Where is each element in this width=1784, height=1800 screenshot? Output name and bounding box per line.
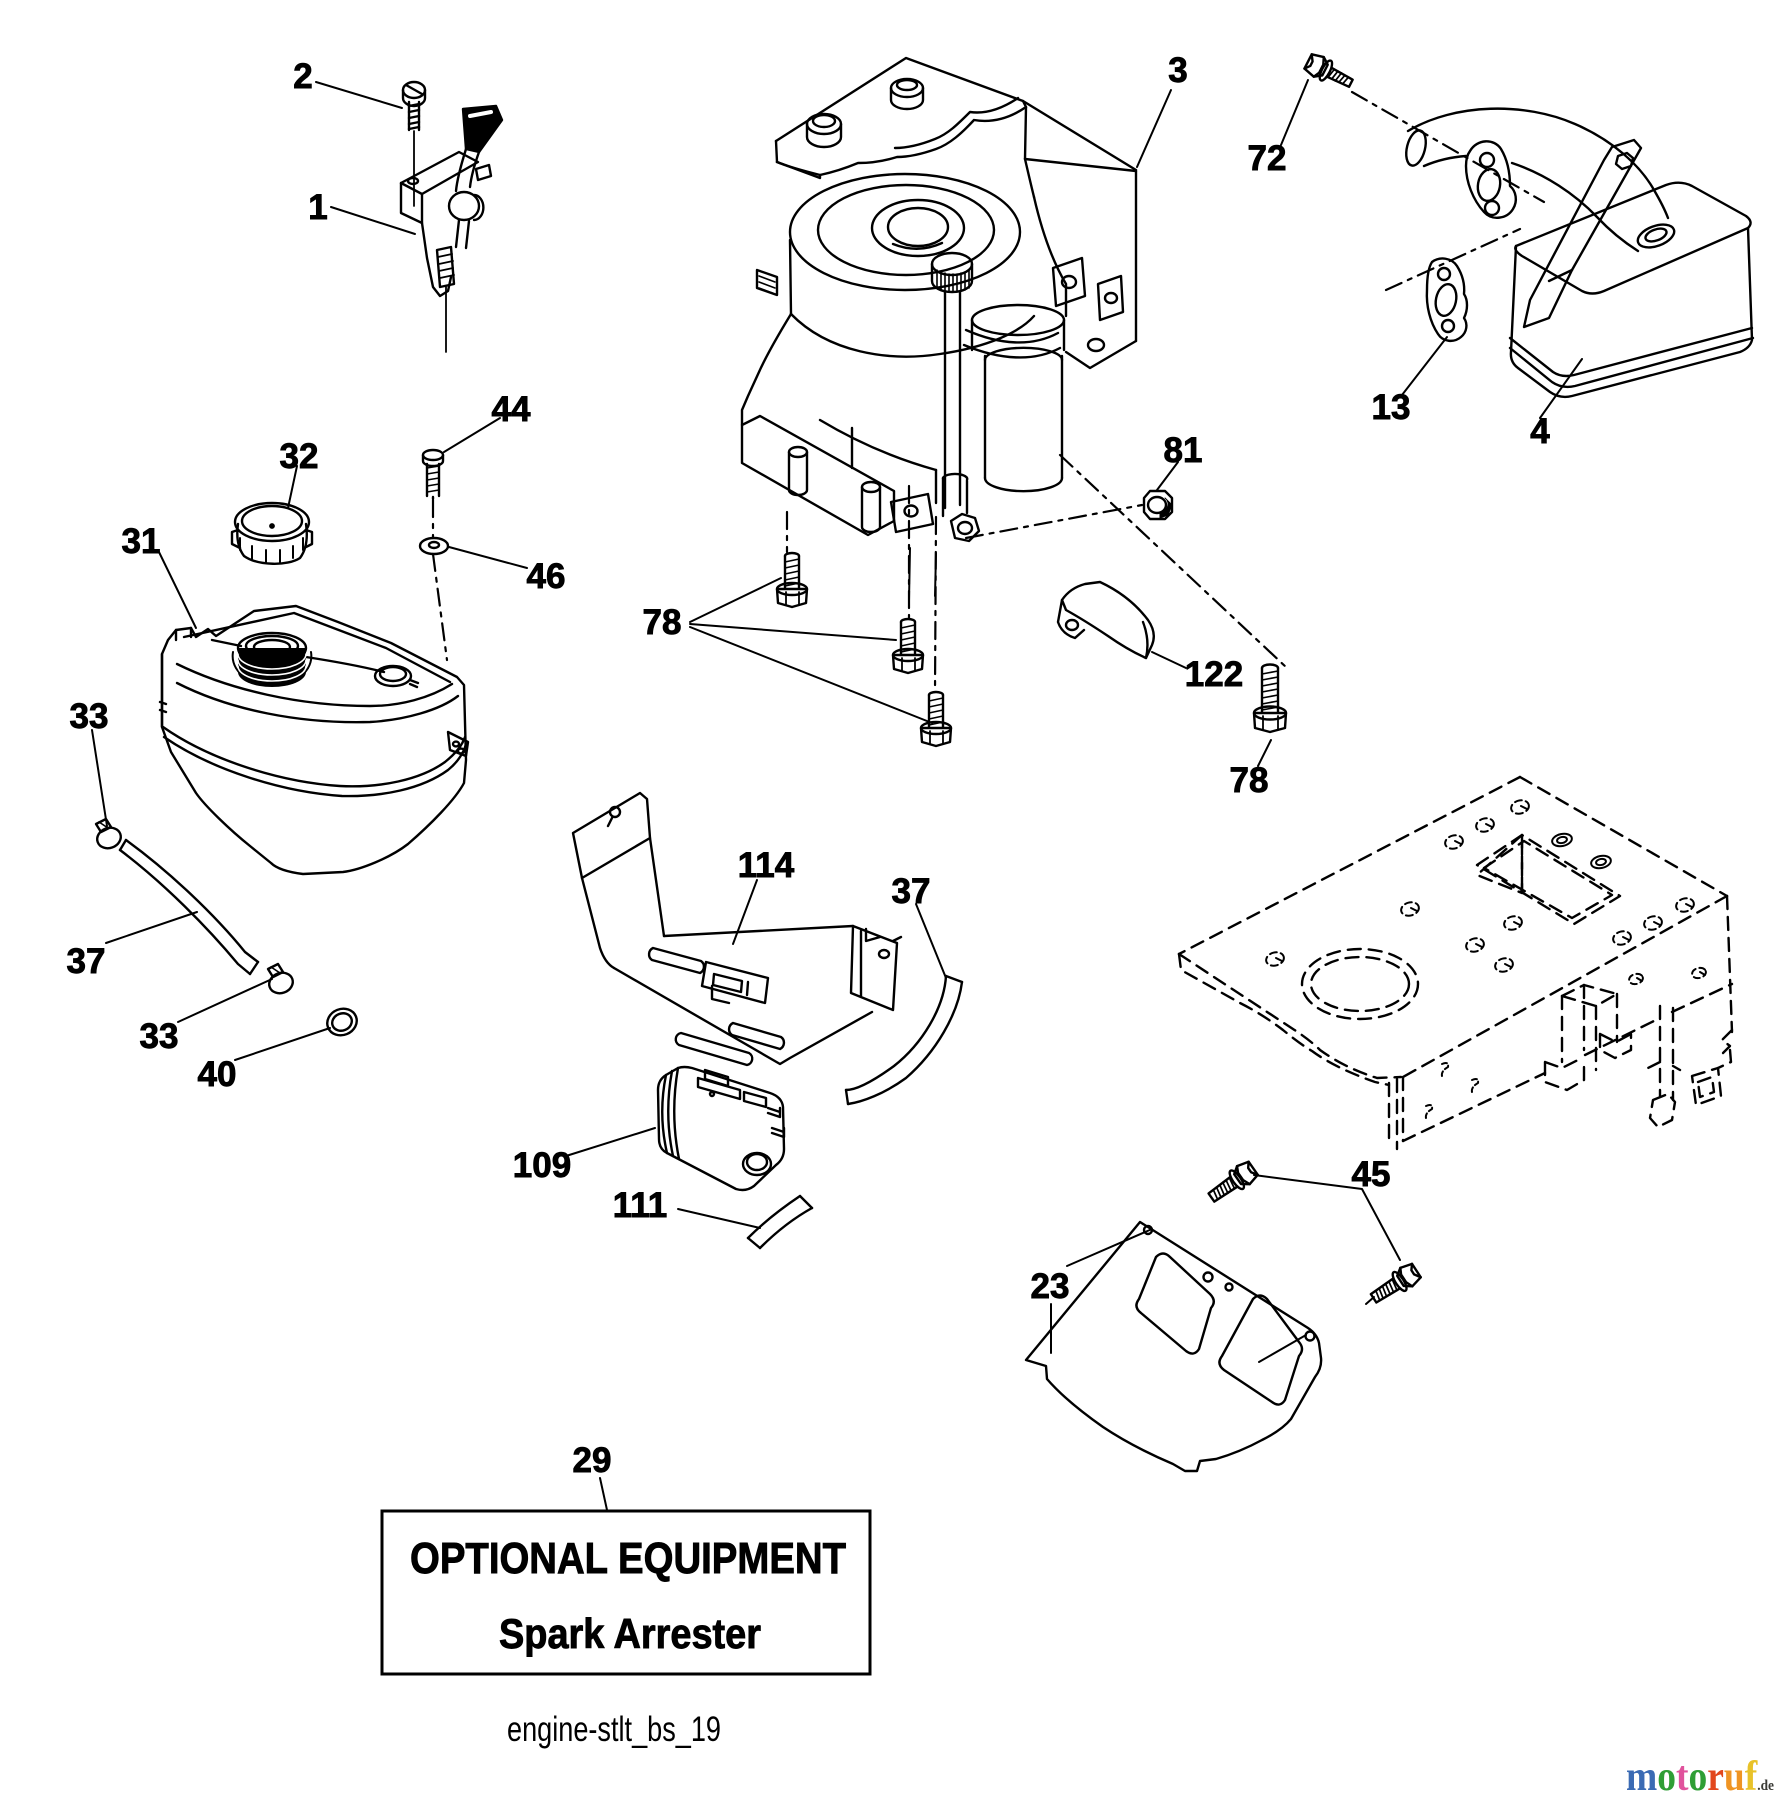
svg-text:4: 4	[1530, 412, 1550, 451]
svg-text:122: 122	[1185, 655, 1243, 694]
svg-text:engine-stlt_bs_19: engine-stlt_bs_19	[507, 1710, 721, 1749]
svg-text:81: 81	[1164, 431, 1203, 470]
svg-text:OPTIONAL EQUIPMENT: OPTIONAL EQUIPMENT	[410, 1534, 846, 1583]
svg-text:109: 109	[513, 1146, 571, 1185]
svg-text:78: 78	[1230, 761, 1269, 800]
svg-text:2: 2	[293, 57, 312, 96]
svg-text:78: 78	[643, 603, 682, 642]
svg-text:23: 23	[1031, 1267, 1070, 1306]
svg-text:72: 72	[1248, 139, 1287, 178]
svg-text:33: 33	[140, 1017, 179, 1056]
svg-text:37: 37	[892, 872, 931, 911]
svg-text:111: 111	[613, 1186, 668, 1225]
svg-text:45: 45	[1352, 1155, 1391, 1194]
svg-text:44: 44	[492, 390, 531, 429]
svg-text:33: 33	[70, 697, 109, 736]
svg-text:46: 46	[527, 557, 566, 596]
svg-text:37: 37	[67, 942, 106, 981]
svg-text:114: 114	[738, 846, 795, 885]
svg-text:1: 1	[308, 188, 327, 227]
svg-text:31: 31	[122, 522, 161, 561]
svg-text:motoruf.de: motoruf.de	[1626, 1754, 1774, 1800]
svg-text:Spark Arrester: Spark Arrester	[499, 1610, 761, 1657]
svg-text:40: 40	[198, 1055, 237, 1094]
svg-text:29: 29	[573, 1441, 612, 1480]
svg-text:13: 13	[1372, 388, 1411, 427]
svg-text:3: 3	[1168, 51, 1187, 90]
svg-text:32: 32	[280, 437, 319, 476]
